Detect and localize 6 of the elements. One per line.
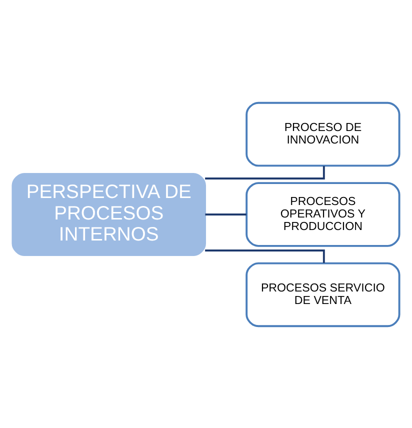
node-box: PROCESOS OPERATIVOS Y PRODUCCION <box>246 182 400 246</box>
node-box: PERSPECTIVA DE PROCESOS INTERNOS <box>12 172 206 256</box>
connector <box>205 249 325 263</box>
connector <box>205 213 246 215</box>
node-box: PROCESOS SERVICIO DE VENTA <box>246 262 400 327</box>
node-box: PROCESO DE INNOVACION <box>246 101 400 166</box>
